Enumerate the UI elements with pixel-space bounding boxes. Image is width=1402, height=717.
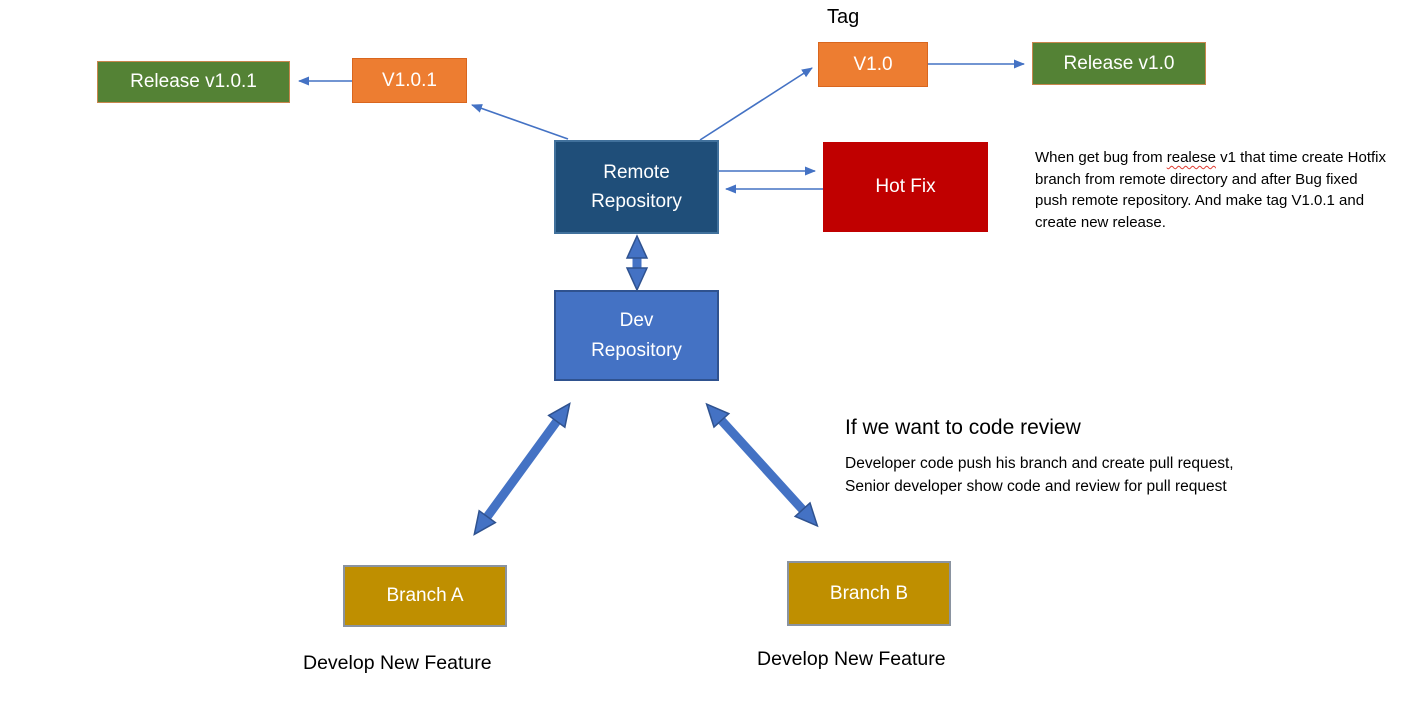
node-dev-repository-label: Dev Repository xyxy=(591,310,682,361)
node-remote-repository-label: Remote Repository xyxy=(591,161,682,212)
node-tag-v101-label: V1.0.1 xyxy=(382,69,437,91)
code-review-body: Developer code push his branch and creat… xyxy=(845,452,1234,498)
hotfix-note-text-before: When get bug from xyxy=(1035,149,1167,166)
node-dev-repository: Dev Repository xyxy=(554,290,719,381)
node-tag-v10: V1.0 xyxy=(818,42,928,87)
node-hotfix: Hot Fix xyxy=(823,142,988,232)
arrow-remote-to-v101 xyxy=(471,104,569,140)
arrow-remote-to-v10 xyxy=(699,67,813,141)
node-branch-b: Branch B xyxy=(787,561,951,626)
node-tag-v10-label: V1.0 xyxy=(853,53,893,75)
hotfix-note-misspelled-word: realese xyxy=(1166,149,1216,166)
node-release-v10: Release v1.0 xyxy=(1032,42,1206,85)
code-review-line1: Developer code push his branch and creat… xyxy=(845,455,1234,472)
node-hotfix-label: Hot Fix xyxy=(875,176,936,197)
node-branch-b-label: Branch B xyxy=(829,582,909,604)
node-branch-a: Branch A xyxy=(343,565,507,627)
node-release-v10-label: Release v1.0 xyxy=(1063,52,1175,74)
code-review-line2: Senior developer show code and review fo… xyxy=(845,478,1227,495)
arrow-dev-branch-b-sync xyxy=(705,402,819,528)
code-review-title: If we want to code review xyxy=(845,416,1081,439)
node-remote-repository: Remote Repository xyxy=(554,140,719,234)
hotfix-note: When get bug from realese v1 that time c… xyxy=(1035,147,1387,233)
node-release-v101: Release v1.0.1 xyxy=(97,61,290,103)
arrow-dev-branch-a-sync xyxy=(473,402,571,536)
node-release-v101-label: Release v1.0.1 xyxy=(130,71,257,92)
node-branch-a-label: Branch A xyxy=(386,585,464,606)
develop-new-feature-right: Develop New Feature xyxy=(757,648,946,670)
develop-new-feature-left: Develop New Feature xyxy=(303,652,492,674)
hotfix-note-text-after: v1 that time create Hotfix branch from r… xyxy=(1035,149,1387,231)
node-tag-v101: V1.0.1 xyxy=(352,58,467,103)
tag-caption: Tag xyxy=(827,6,860,28)
